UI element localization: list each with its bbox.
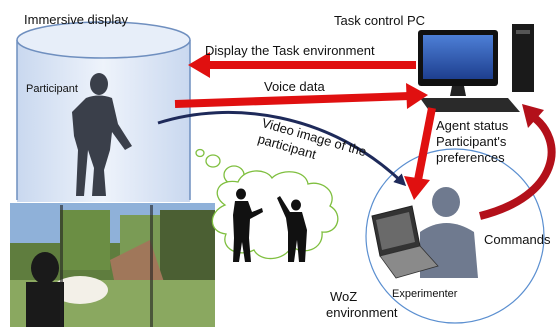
arrow-commands [479,104,556,220]
desktop-computer-icon [418,24,534,112]
arrow-display-task-environment [188,52,416,78]
commands-label: Commands [484,232,551,247]
arrow-video-image [157,110,407,187]
participant-preferences-label-line2: preferences [436,150,505,165]
woz-environment-label-line2: environment [326,305,398,320]
participant-preferences-label-line1: Participant's [436,134,507,149]
arrow-voice-data [174,83,428,109]
immersive-display-label: Immersive display [24,12,129,27]
experimenter-label: Experimenter [392,288,458,300]
voice-data-label: Voice data [264,79,325,94]
agent-status-label: Agent status [436,118,509,133]
display-task-environment-label: Display the Task environment [205,43,375,58]
woz-environment-label-line1: WoZ [330,289,358,304]
participant-label: Participant [26,83,78,95]
woz-operators-silhouette-icon [233,188,307,262]
arrow-agent-status [404,107,436,200]
thought-bubble [195,148,339,260]
laptop-icon [371,205,439,279]
participant-silhouette-icon [72,73,132,196]
immersive-environment-photo [10,203,215,327]
task-control-pc-label: Task control PC [334,13,426,28]
